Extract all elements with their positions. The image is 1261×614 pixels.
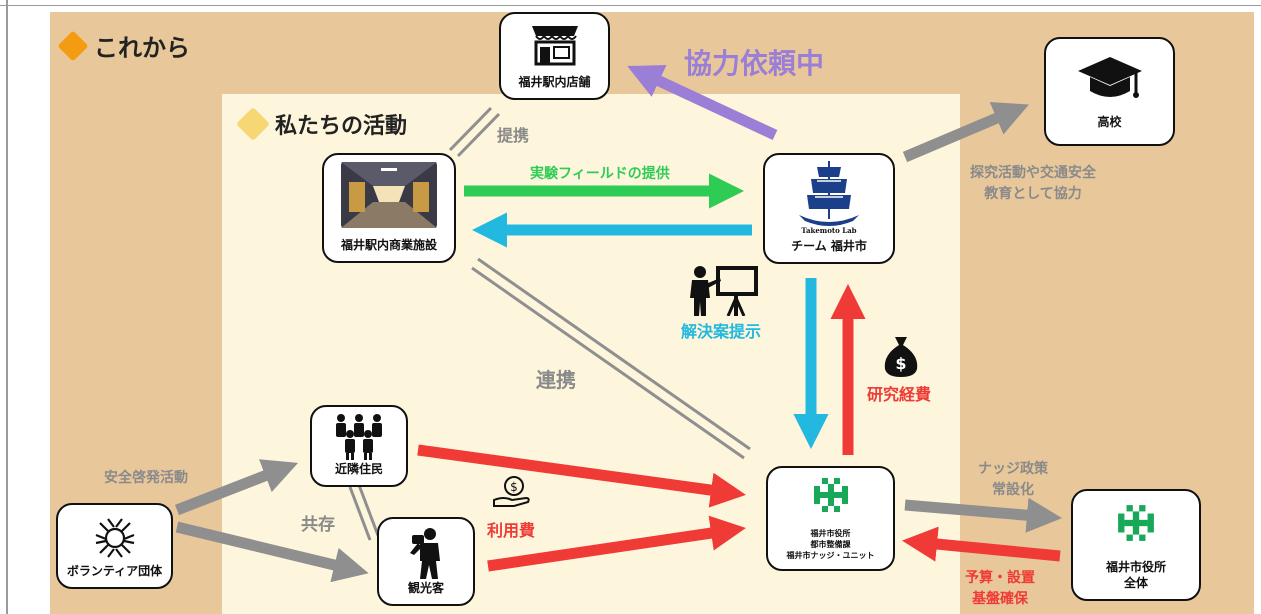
svg-text:$: $ (895, 354, 906, 373)
link-collaboration (471, 257, 751, 460)
node-label: 近隣住民 (334, 462, 383, 476)
label-field-provision: 実験フィールドの提供 (530, 166, 670, 182)
node-residents: 近隣住民 (310, 405, 408, 487)
left-border (6, 0, 8, 614)
node-label: 福井市ナッジ・ユニット (786, 551, 875, 560)
node-label: 福井駅内店舗 (518, 75, 591, 89)
node-label-group: 福井市役所 全体 (1106, 559, 1166, 591)
label-collaboration: 連携 (536, 368, 576, 392)
node-label: 福井駅内商業施設 (340, 238, 437, 252)
node-tourists: 観光客 (377, 517, 475, 606)
arrow-to-school (902, 102, 1029, 163)
node-label-group: 福井市役所 都市整備課 福井市ナッジ・ユニット (787, 528, 875, 561)
future-section-title: これから (57, 28, 190, 63)
node-volunteer-group: ボランティア団体 (56, 503, 173, 589)
store-icon (501, 22, 608, 66)
label-solution: 解決案提示 (681, 322, 762, 341)
label-budget: 予算・設置 基盤確保 (965, 570, 1035, 607)
node-city-hall-whole: 福井市役所 全体 (1071, 489, 1201, 601)
link-partnership (448, 106, 501, 158)
node-team-fukui: Takemoto Lab チーム 福井市 (763, 153, 895, 264)
node-label: 都市整備課 (810, 540, 851, 549)
crowd-icon (312, 412, 406, 460)
arrow-residents-to-city (417, 444, 746, 508)
node-label: ボランティア団体 (66, 564, 163, 578)
coin-hand-icon: $ (492, 476, 532, 512)
label-nudge-policy: ナッジ政策 常設化 (978, 461, 1048, 498)
money-bag-icon: $ (881, 335, 921, 381)
label-school-note: 探究活動や交通安全 教育として協力 (970, 165, 1096, 202)
node-label: 福井市役所 (810, 529, 851, 538)
node-high-school: 高校 (1044, 37, 1175, 146)
top-border (0, 0, 1261, 6)
node-station-store: 福井駅内店舗 (499, 12, 610, 100)
hands-circle-icon (58, 513, 171, 563)
label-cooperation-request: 協力依頼中 (684, 47, 825, 80)
city-emblem-icon (1073, 503, 1199, 543)
ship-logo-icon: Takemoto Lab (765, 159, 893, 235)
link-coexist (348, 484, 381, 541)
presenter-icon (688, 264, 760, 320)
corridor-photo (324, 162, 454, 228)
our-section-title: 私たちの活動 (236, 107, 407, 141)
label-safety-campaign: 安全啓発活動 (104, 470, 188, 486)
arrow-nudge-policy (904, 497, 1063, 533)
label-usage-fee: 利用費 (487, 521, 536, 540)
node-label: 観光客 (407, 581, 444, 595)
label-research-funds: 研究経費 (867, 385, 932, 404)
node-label: 全体 (1123, 576, 1148, 590)
photographer-icon (379, 527, 473, 579)
node-label: 福井市役所 (1105, 560, 1166, 574)
svg-text:Takemoto Lab: Takemoto Lab (801, 226, 856, 235)
city-emblem-icon (768, 476, 893, 514)
label-coexist: 共存 (301, 515, 335, 535)
node-label: チーム 福井市 (791, 239, 867, 253)
arrow-budget (901, 526, 1061, 562)
arrow-volunteer-to-residents (175, 459, 299, 516)
arrow-tourists-to-city (487, 515, 746, 572)
graduation-cap-icon (1046, 55, 1173, 105)
label-partnership: 提携 (497, 126, 530, 145)
arrow-volunteer-to-tourists (175, 521, 369, 583)
arrow-cooperation-request (627, 64, 778, 140)
svg-text:$: $ (510, 480, 518, 494)
node-label: 高校 (1097, 115, 1122, 129)
node-city-hall-unit: 福井市役所 都市整備課 福井市ナッジ・ユニット (766, 466, 895, 571)
node-station-facility: 福井駅内商業施設 (322, 153, 456, 263)
